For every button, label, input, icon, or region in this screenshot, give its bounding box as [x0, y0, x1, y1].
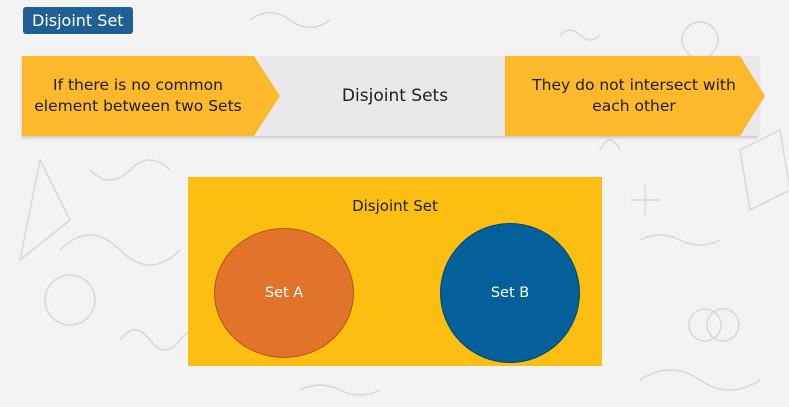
venn-diagram-title: Disjoint Set — [352, 197, 438, 215]
set-a-label: Set A — [264, 285, 304, 301]
definition-arrow-left: If there is no common element between tw… — [22, 56, 280, 136]
set-a-circle: Set A — [214, 228, 354, 358]
set-b-label: Set B — [490, 285, 530, 301]
definition-center-label: Disjoint Sets — [341, 86, 449, 106]
definition-arrow-right: They do not intersect with each other — [505, 56, 765, 136]
arrow-right-shape — [505, 56, 765, 136]
definition-right-text: They do not intersect with each other — [532, 76, 736, 115]
page-title: Disjoint Set — [23, 7, 133, 34]
set-b-circle: Set B — [440, 223, 580, 363]
arrow-left-shape — [22, 56, 280, 136]
definition-left-text: If there is no common element between tw… — [34, 76, 242, 115]
venn-diagram-panel: Disjoint Set Set A Set B — [188, 177, 602, 366]
